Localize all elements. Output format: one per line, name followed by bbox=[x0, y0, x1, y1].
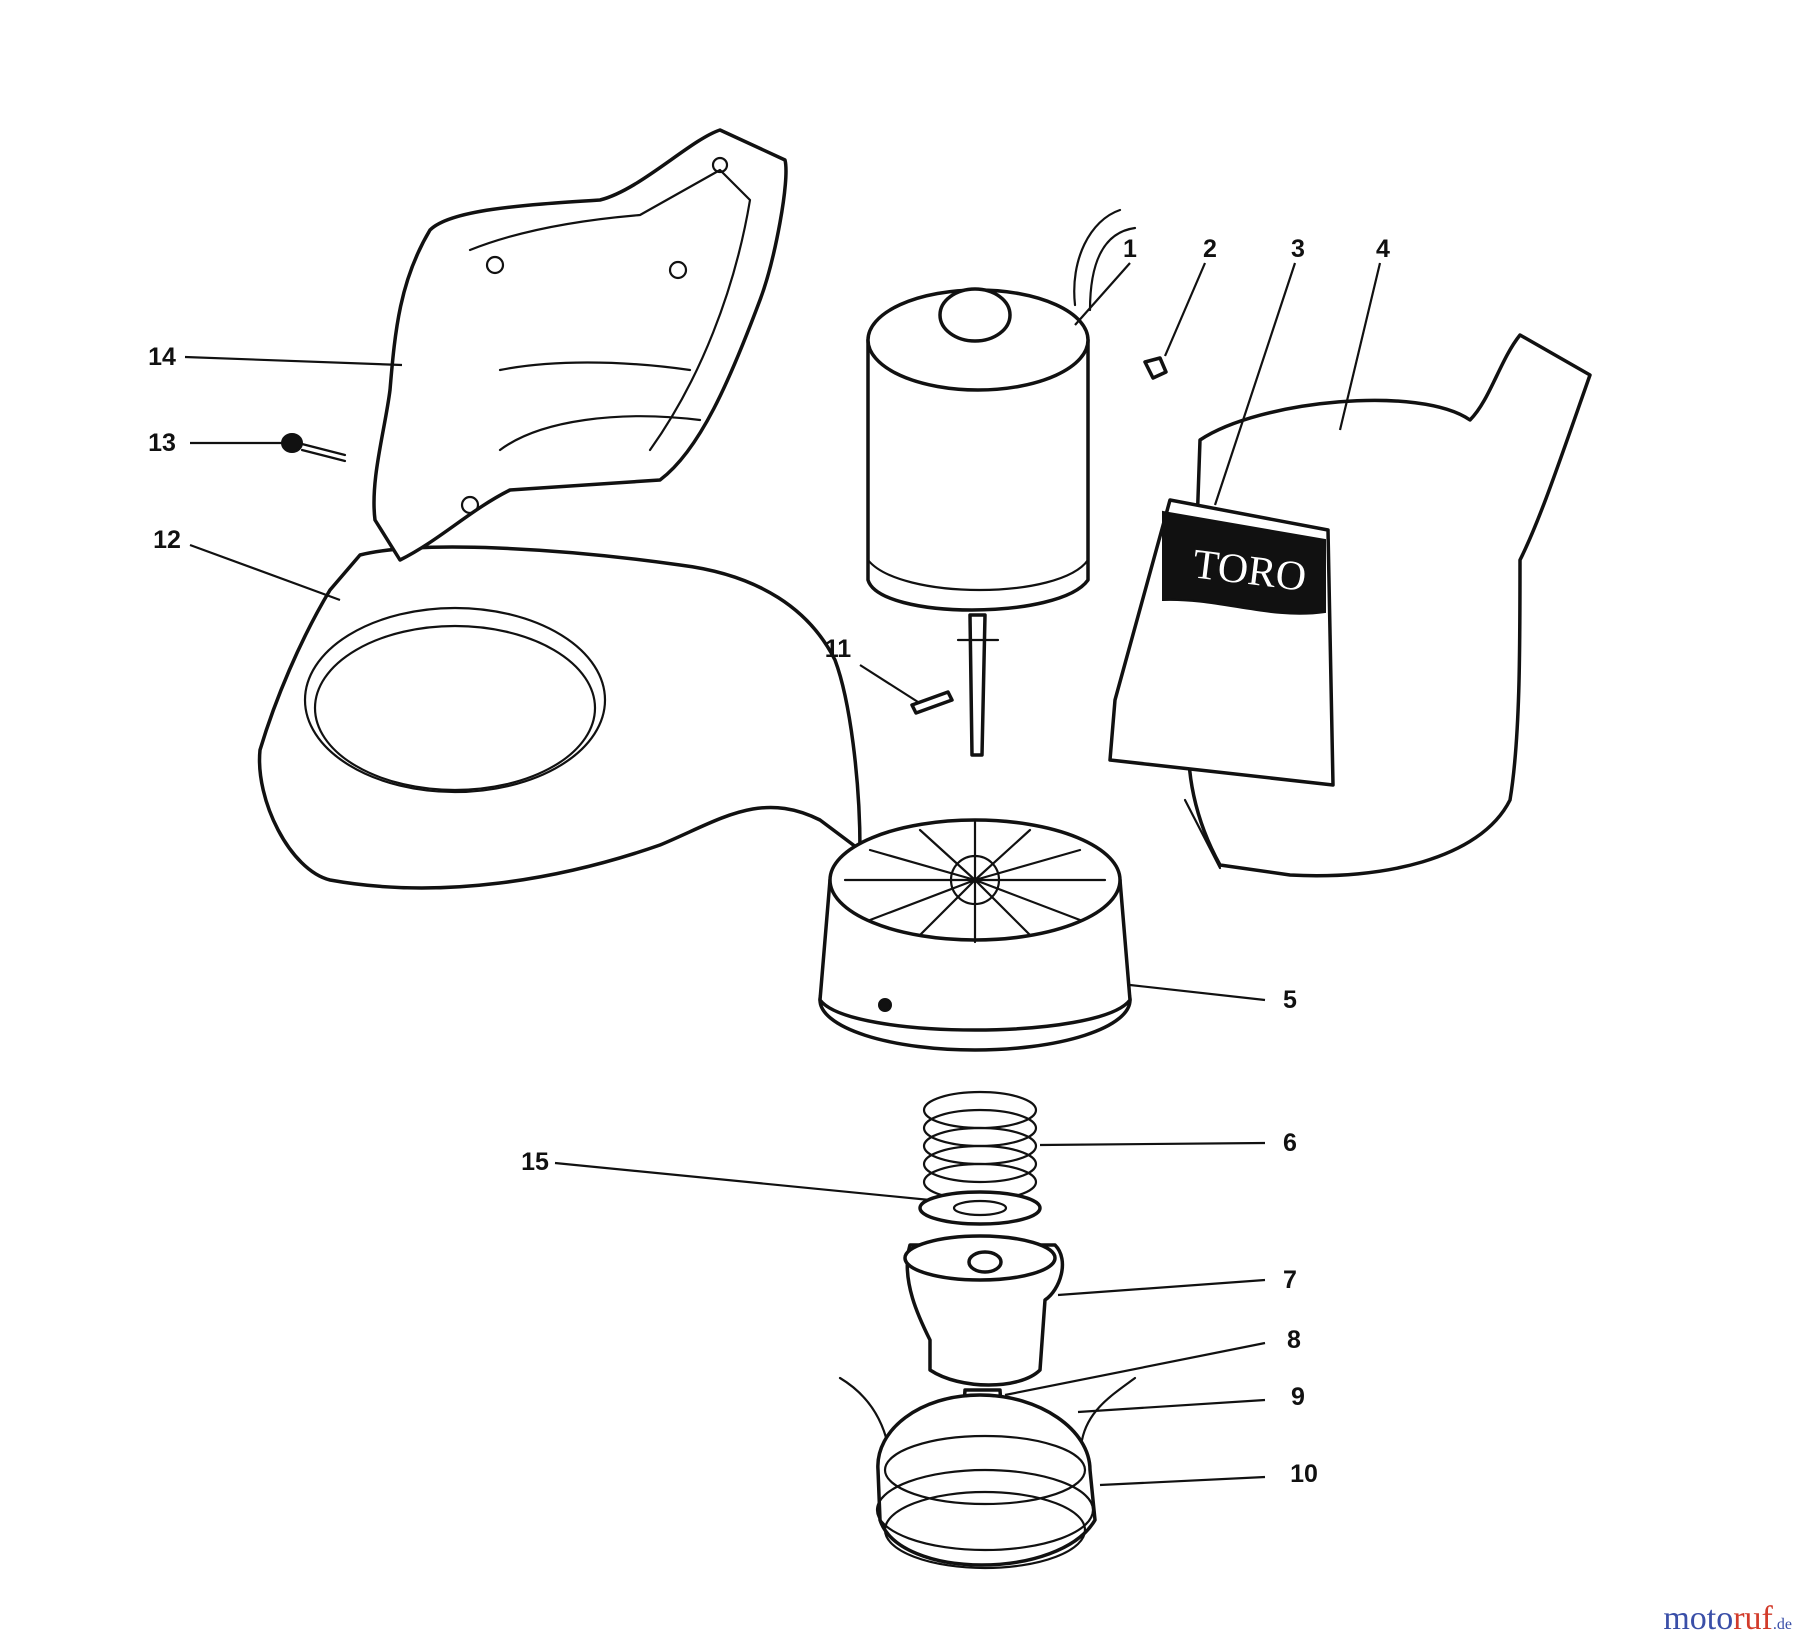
watermark-part-2: ruf bbox=[1733, 1600, 1773, 1637]
part-7-spool-cup bbox=[903, 1234, 1065, 1387]
callout-11: 11 bbox=[825, 635, 852, 663]
part-11-pin bbox=[910, 690, 954, 715]
callout-9: 9 bbox=[1291, 1383, 1305, 1411]
part-13-screw bbox=[281, 433, 347, 463]
callout-14: 14 bbox=[148, 343, 176, 371]
watermark-part-3: .de bbox=[1772, 1616, 1792, 1633]
part-10-spool bbox=[838, 1376, 1137, 1570]
callout-3: 3 bbox=[1291, 235, 1305, 263]
callout-2: 2 bbox=[1203, 235, 1217, 263]
callout-6: 6 bbox=[1283, 1129, 1297, 1157]
part-14-upper-housing bbox=[372, 128, 788, 562]
part-15-washer bbox=[918, 1190, 1042, 1226]
part-2-nut bbox=[1143, 356, 1168, 380]
callout-12: 12 bbox=[153, 526, 181, 554]
callout-15: 15 bbox=[521, 1148, 549, 1176]
part-5-fan bbox=[818, 818, 1132, 1052]
watermark-part-1: moto bbox=[1663, 1600, 1734, 1637]
callout-13: 13 bbox=[148, 429, 176, 457]
callout-5: 5 bbox=[1283, 986, 1297, 1014]
part-6-spring bbox=[922, 1090, 1038, 1202]
callout-10: 10 bbox=[1290, 1460, 1318, 1488]
callout-8: 8 bbox=[1287, 1326, 1301, 1354]
watermark-logo: motoruf.de bbox=[1663, 1600, 1792, 1638]
callout-1: 1 bbox=[1123, 235, 1137, 263]
callout-labels: 1 2 3 4 5 6 7 8 9 10 11 12 13 14 15 bbox=[148, 235, 1390, 1488]
part-1-motor bbox=[866, 208, 1137, 757]
callout-4: 4 bbox=[1376, 235, 1390, 263]
callout-7: 7 bbox=[1283, 1266, 1297, 1294]
part-3-decal: TORO bbox=[1108, 498, 1335, 787]
leader-lines bbox=[184, 262, 1382, 1487]
part-12-lower-guard bbox=[257, 545, 862, 890]
